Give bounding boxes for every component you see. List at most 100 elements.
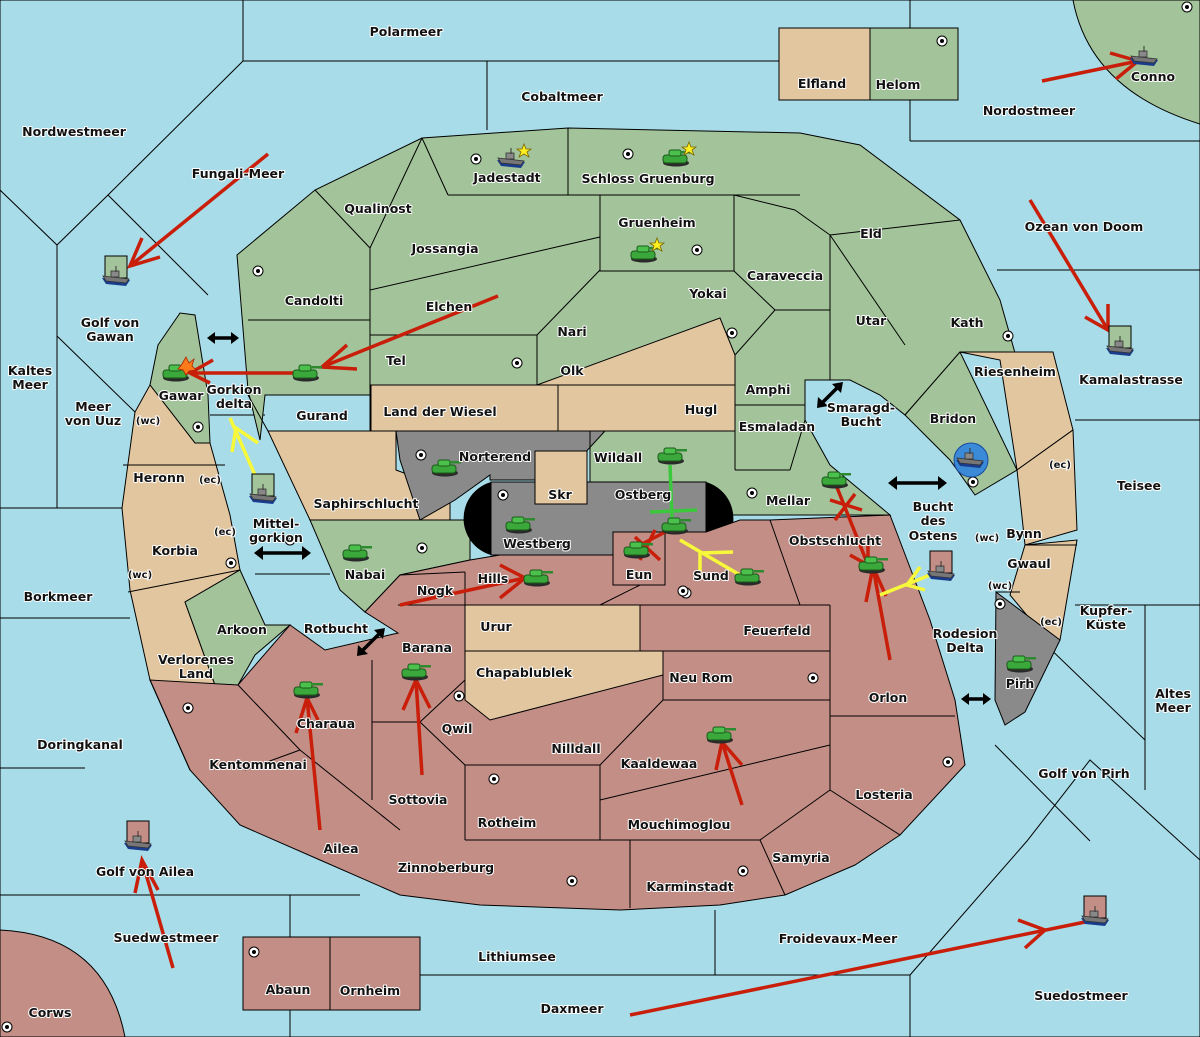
label-samyria: Samyria	[772, 850, 830, 865]
label-gurand: Gurand	[296, 408, 348, 423]
coast-marker: (ec)	[1049, 460, 1071, 471]
label-caraveccia: Caraveccia	[747, 268, 823, 283]
supply-center-icon	[747, 488, 757, 498]
supply-center-icon	[1182, 2, 1192, 12]
label-borkmeer: Borkmeer	[24, 589, 94, 604]
label-smaragd-bucht: Smaragd-	[827, 400, 895, 415]
region-ornheim[interactable]	[330, 937, 420, 1010]
label-land: Land	[179, 666, 213, 681]
label-sottovia: Sottovia	[389, 792, 448, 807]
label-tel: Tel	[386, 353, 406, 368]
fleet-unit-bucht-des-ostens[interactable]	[927, 551, 955, 581]
label-zinnoberburg: Zinnoberburg	[398, 860, 494, 875]
label-ostberg: Ostberg	[615, 487, 672, 502]
coast-marker: (wc)	[128, 570, 152, 581]
label-golf-von-gawan: Gawan	[86, 329, 134, 344]
label-gwaul: Gwaul	[1007, 556, 1050, 571]
label-sund: Sund	[693, 568, 729, 583]
label-gawar: Gawar	[159, 388, 205, 403]
label-charaua: Charaua	[297, 716, 355, 731]
label-eun: Eun	[626, 567, 652, 582]
coast-marker: (wc)	[136, 416, 160, 427]
label-bynn: Bynn	[1006, 526, 1041, 541]
supply-center-icon	[727, 328, 737, 338]
label-amphi: Amphi	[746, 382, 791, 397]
supply-center-icon	[193, 422, 203, 432]
supply-center-icon	[226, 558, 236, 568]
supply-center-icon	[253, 266, 263, 276]
label-gorkion-delta: delta	[216, 396, 252, 411]
label-elchen: Elchen	[426, 299, 473, 314]
label-altes-meer: Meer	[1155, 700, 1191, 715]
label-kamalastrasse: Kamalastrasse	[1079, 372, 1183, 387]
coast-marker: (wc)	[975, 533, 999, 544]
label-kentommenai: Kentommenai	[209, 757, 307, 772]
label-candolti: Candolti	[285, 293, 344, 308]
label-kath: Kath	[951, 315, 984, 330]
label-nordostmeer: Nordostmeer	[983, 103, 1076, 118]
label-suedwestmeer: Suedwestmeer	[114, 930, 220, 945]
label-corws: Corws	[29, 1005, 72, 1020]
label-yokai: Yokai	[688, 286, 727, 301]
supply-center-icon	[1003, 331, 1013, 341]
supply-center-icon	[417, 543, 427, 553]
label-rotbucht: Rotbucht	[304, 621, 368, 636]
supply-center-icon	[937, 36, 947, 46]
label-daxmeer: Daxmeer	[540, 1001, 604, 1016]
label-qwil: Qwil	[442, 721, 473, 736]
label-esmaladan: Esmaladan	[739, 419, 815, 434]
label-riesenheim: Riesenheim	[974, 364, 1056, 379]
label-heronn: Heronn	[133, 470, 185, 485]
fleet-unit-golf-von-gawan[interactable]	[102, 256, 130, 286]
label-gorkion-delta: Gorkion	[206, 382, 261, 397]
label-doringkanal: Doringkanal	[37, 737, 123, 752]
label-karminstadt: Karminstadt	[646, 879, 733, 894]
label-pirh: Pirh	[1006, 676, 1035, 691]
label-ailea: Ailea	[323, 841, 358, 856]
label-orlon: Orlon	[869, 690, 908, 705]
fleet-unit-golf-von-ailea[interactable]	[124, 821, 152, 851]
label-suedostmeer: Suedostmeer	[1034, 988, 1128, 1003]
label-feuerfeld: Feuerfeld	[743, 623, 810, 638]
label-kaltes-meer: Kaltes	[8, 363, 52, 378]
label-rodesion-delta: Rodesion	[933, 626, 998, 641]
label-lithiumsee: Lithiumsee	[478, 949, 556, 964]
supply-center-icon	[183, 703, 193, 713]
supply-center-icon	[968, 477, 978, 487]
fleet-unit-kamalastrasse[interactable]	[1106, 326, 1134, 356]
label-kaaldewaa: Kaaldewaa	[621, 756, 698, 771]
supply-center-icon	[454, 691, 464, 701]
supply-center-icon	[738, 866, 748, 876]
label-kupfer-kueste: Küste	[1086, 617, 1126, 632]
supply-center-icon	[808, 673, 818, 683]
fleet-unit-mittelgorkion[interactable]	[249, 474, 277, 504]
label-saphirschlucht: Saphirschlucht	[314, 496, 419, 511]
label-mittelgorkion: gorkion	[249, 530, 303, 545]
supply-center-icon	[943, 757, 953, 767]
supply-center-icon	[249, 947, 259, 957]
label-golf-von-ailea: Golf von Ailea	[96, 864, 194, 879]
label-barana: Barana	[402, 640, 452, 655]
label-conno: Conno	[1131, 69, 1176, 84]
label-eld: Eld	[860, 226, 882, 241]
supply-center-icon	[678, 586, 688, 596]
coast-marker: (wc)	[988, 581, 1012, 592]
label-bucht-des-ostens: des	[921, 513, 946, 528]
label-mouchimoglou: Mouchimoglou	[628, 817, 731, 832]
label-kupfer-kueste: Kupfer-	[1080, 603, 1133, 618]
label-rotheim: Rotheim	[478, 815, 537, 830]
label-land-der-wiesel: Land der Wiesel	[383, 404, 496, 419]
coast-marker: (ec)	[199, 475, 221, 486]
label-urur: Urur	[480, 619, 512, 634]
label-nilldall: Nilldall	[551, 741, 600, 756]
label-ozean-von-doom: Ozean von Doom	[1025, 219, 1144, 234]
label-bucht-des-ostens: Bucht	[913, 499, 954, 514]
label-rodesion-delta: Delta	[946, 640, 984, 655]
label-schloss-gruenburg: Schloss Gruenburg	[581, 171, 714, 186]
fleet-unit-suedostmeer[interactable]	[1081, 896, 1109, 926]
supply-center-icon	[498, 490, 508, 500]
label-abaun: Abaun	[266, 982, 311, 997]
fleet-unit-bridon[interactable]	[954, 443, 988, 477]
label-mellar: Mellar	[766, 493, 811, 508]
